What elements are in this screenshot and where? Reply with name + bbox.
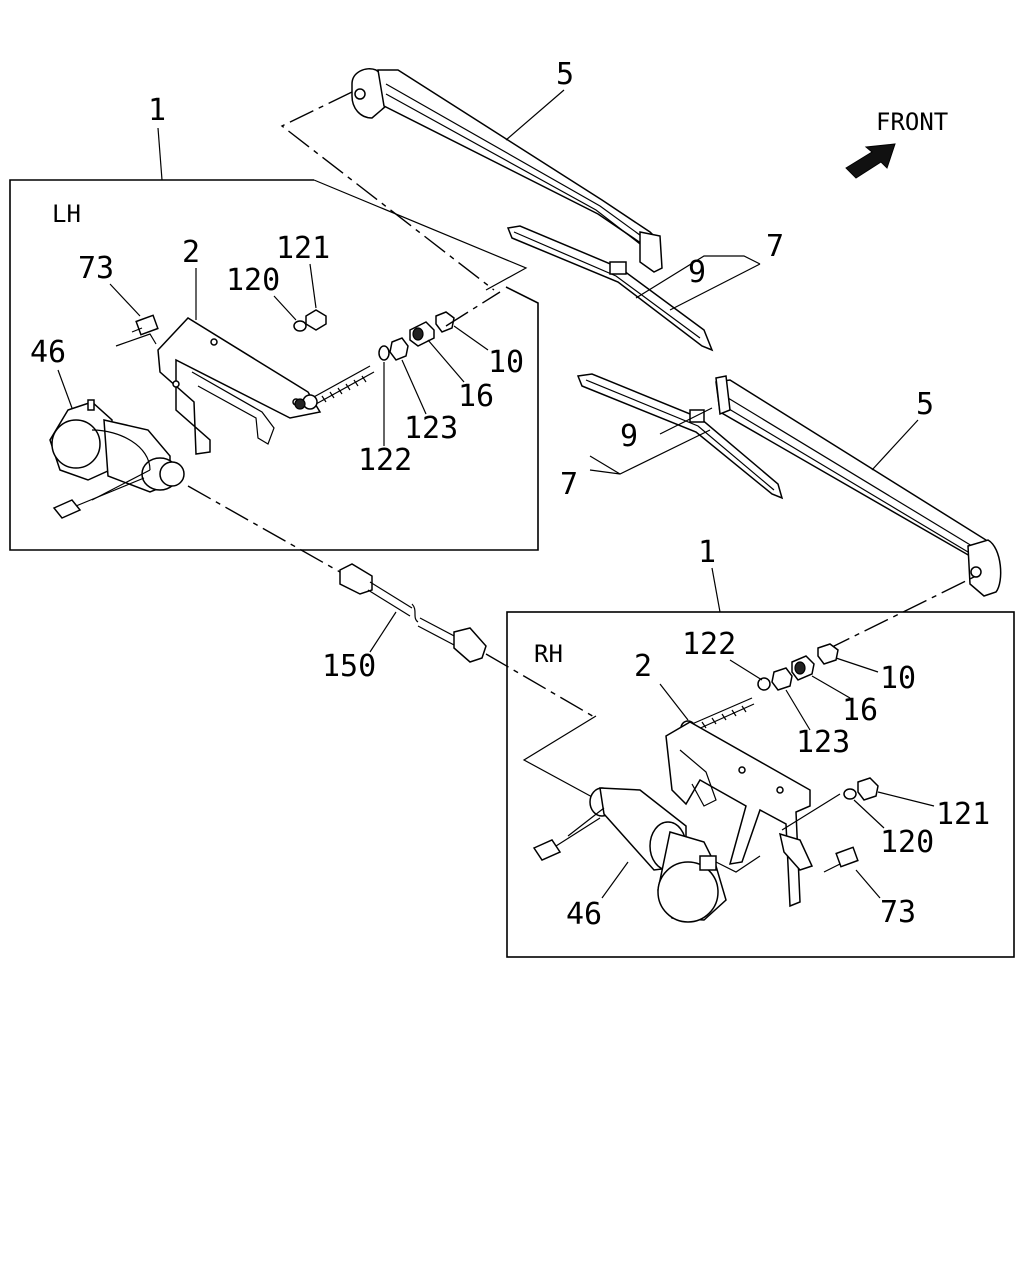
lh-wiper-motor xyxy=(49,399,185,519)
link-rod-callout: 150 xyxy=(322,649,376,684)
link-rod-align-left xyxy=(187,485,341,573)
lh-cap-16-callout: 16 xyxy=(458,379,494,414)
lh-side-label: LH xyxy=(52,200,81,228)
lh-washer-120-callout: 120 xyxy=(226,263,280,298)
rh-nut-10 xyxy=(817,643,839,665)
lh-nut-123-leader xyxy=(401,359,427,415)
lower-blade-leader-c xyxy=(659,407,713,435)
lh-nut-10 xyxy=(435,311,455,333)
lh-nut-123 xyxy=(389,337,409,361)
rh-washer-120-leader xyxy=(853,799,885,829)
rh-side-label: RH xyxy=(534,640,563,668)
upper-arm-callout: 5 xyxy=(556,57,574,92)
link-rod xyxy=(187,485,597,719)
rh-align-line xyxy=(825,575,977,651)
lh-nut-10-callout: 10 xyxy=(488,345,524,380)
rh-nut-121 xyxy=(857,777,879,801)
rh-wiper-motor xyxy=(532,787,761,923)
rh-washer-122-callout: 122 xyxy=(682,627,736,662)
front-indicator: FRONT xyxy=(845,108,948,179)
upper-wiper-arm xyxy=(351,68,663,273)
lower-blade-assembly-callout: 7 xyxy=(560,467,578,502)
lh-nut-10-leader xyxy=(453,325,489,351)
lh-assembly-leader xyxy=(157,127,163,181)
rh-bracket-leader xyxy=(659,683,689,721)
upper-align-line xyxy=(280,91,495,291)
rh-bolt-callout: 73 xyxy=(880,895,916,930)
lh-bracket xyxy=(157,317,322,455)
rh-cap-16-callout: 16 xyxy=(842,693,878,728)
lh-nut-123-callout: 123 xyxy=(404,411,458,446)
rh-washer-122-leader xyxy=(729,659,763,681)
upper-blade-leader-b xyxy=(669,263,761,311)
rh-washer-120 xyxy=(843,788,857,800)
rh-nut-121-leader xyxy=(877,791,935,807)
lh-panel-perspective xyxy=(313,179,528,291)
lower-wiper-arm xyxy=(715,375,1002,597)
lh-bolt-guide xyxy=(115,333,157,347)
rh-bracket-callout: 2 xyxy=(634,649,652,684)
lh-bolt-73 xyxy=(131,314,159,336)
rh-bracket xyxy=(665,721,814,908)
lh-washer-120-leader xyxy=(273,295,297,321)
lower-blade-rubber-callout: 9 xyxy=(620,419,638,454)
rh-bolt-leader xyxy=(855,869,881,899)
front-label: FRONT xyxy=(876,108,948,136)
rh-bracket-guide xyxy=(781,793,841,831)
lh-nut-121 xyxy=(305,309,327,331)
lh-bracket-callout: 2 xyxy=(182,235,200,270)
rh-nut-123-leader xyxy=(785,689,811,731)
upper-wiper-blade xyxy=(506,225,714,352)
rh-motor-callout: 46 xyxy=(566,897,602,932)
rh-nut-123 xyxy=(771,667,793,691)
lh-nut-121-callout: 121 xyxy=(276,231,330,266)
lh-panel: LH 1 2 73 120 121 xyxy=(9,93,539,551)
rh-bolt-73 xyxy=(823,846,859,873)
rh-panel: RH 1 2 122 123 16 xyxy=(506,535,1015,958)
upper-align-line-b xyxy=(445,291,501,327)
lh-motor-callout: 46 xyxy=(30,335,66,370)
lh-washer-122 xyxy=(378,345,390,361)
upper-arm-leader xyxy=(505,89,565,141)
lh-washer-122-callout: 122 xyxy=(358,443,412,478)
link-rod-align-right xyxy=(485,653,597,719)
rh-cap-16-leader xyxy=(811,675,851,699)
lh-assembly-callout: 1 xyxy=(148,93,166,128)
lh-washer-120 xyxy=(293,320,307,332)
lh-nut-121-leader xyxy=(309,263,317,309)
lower-wiper: 5 7 9 xyxy=(560,373,1002,597)
rh-assembly-leader xyxy=(711,567,721,613)
rh-nut-10-callout: 10 xyxy=(880,661,916,696)
rh-nut-10-leader xyxy=(835,657,879,673)
arrow-front-icon xyxy=(845,143,896,179)
lower-wiper-blade xyxy=(576,373,784,500)
link-rod-leader xyxy=(369,611,397,653)
rh-nut-123-callout: 123 xyxy=(796,725,850,760)
upper-blade-assembly-callout: 7 xyxy=(766,229,784,264)
rh-washer-120-callout: 120 xyxy=(880,825,934,860)
upper-blade-leader-a xyxy=(635,255,761,299)
lower-blade-leader-b xyxy=(589,455,621,475)
rh-panel-border xyxy=(506,611,1015,958)
rh-assembly-callout: 1 xyxy=(698,535,716,570)
lower-arm-leader xyxy=(871,419,919,471)
lh-cap-16-leader xyxy=(427,339,465,383)
upper-wiper: 5 7 9 xyxy=(351,57,784,352)
lower-arm-callout: 5 xyxy=(916,387,934,422)
lh-panel-border xyxy=(9,179,539,551)
lh-bolt-leader xyxy=(109,283,141,317)
rh-washer-122 xyxy=(757,677,771,691)
rh-nut-121-callout: 121 xyxy=(936,797,990,832)
lh-pivot-shaft xyxy=(294,365,375,410)
lh-motor-leader xyxy=(57,369,73,409)
rh-motor-leader xyxy=(601,861,629,899)
rh-panel-perspective xyxy=(522,715,597,799)
lh-bolt-callout: 73 xyxy=(78,251,114,286)
